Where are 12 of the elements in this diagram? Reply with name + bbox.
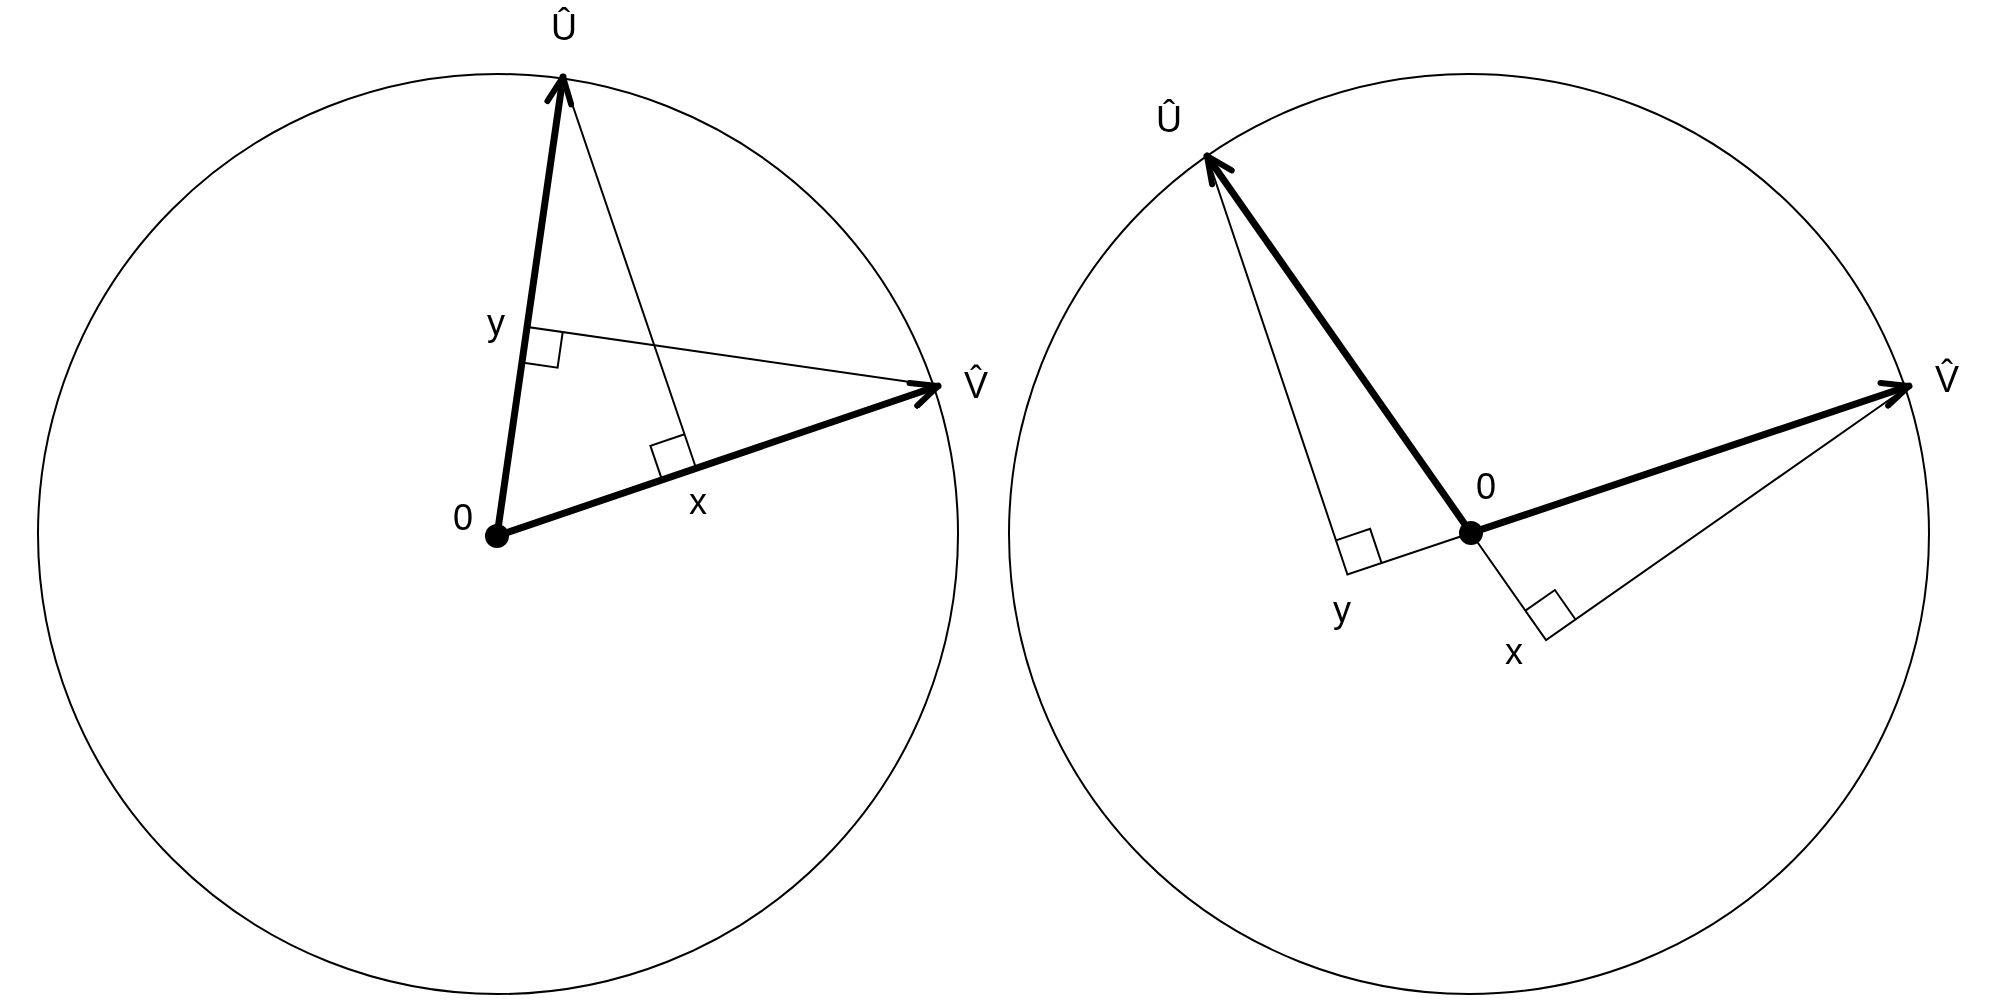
vector-label: Û (1156, 100, 1182, 140)
axis-label: y (487, 303, 505, 343)
axis-label: x (689, 482, 707, 522)
vector-label: V̂ (1935, 360, 1959, 400)
axis-label: x (1505, 632, 1523, 672)
origin-point (485, 524, 509, 548)
vector-label: V̂ (964, 366, 988, 406)
origin-label: 0 (1476, 467, 1497, 507)
axis-label: y (1333, 590, 1351, 630)
origin-label: 0 (453, 498, 474, 538)
origin-point (1459, 521, 1483, 545)
vector-label: Û (551, 8, 577, 48)
